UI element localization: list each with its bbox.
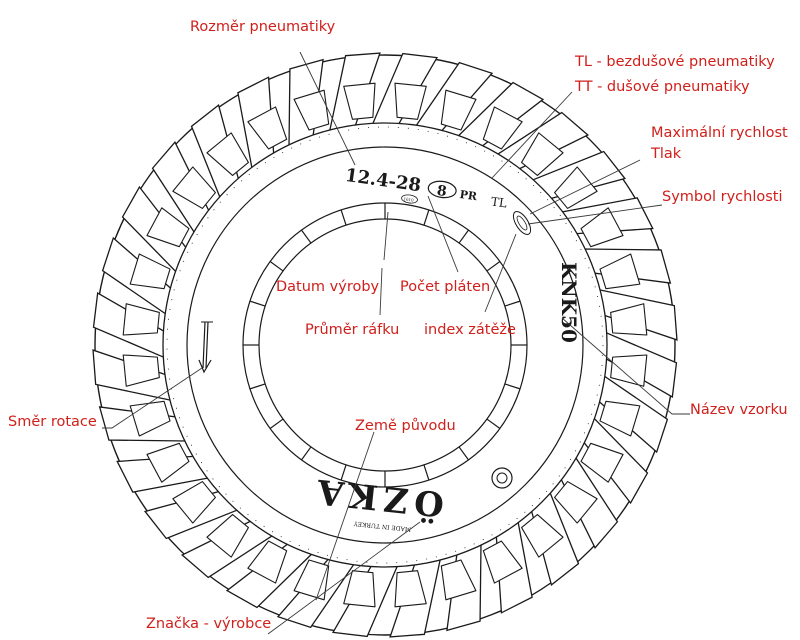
leader-tire-size	[299, 51, 356, 166]
bead-tick	[423, 209, 430, 226]
lug-slot	[580, 207, 624, 248]
bead-tick	[486, 418, 501, 429]
bead-tick	[486, 261, 501, 272]
lug-slot	[580, 442, 624, 483]
lug-slot	[343, 570, 376, 608]
lug-slot	[146, 207, 190, 248]
date-stamp-oval	[401, 194, 418, 204]
pattern-marking: KNK50	[557, 262, 581, 343]
lug-slot	[129, 253, 171, 290]
lug-slot	[440, 559, 477, 601]
lug-slot	[482, 540, 523, 584]
lug-slot	[122, 354, 160, 387]
sidewall-outer-edge	[166, 126, 604, 564]
ply-number: 8	[436, 183, 448, 200]
lug-slot	[599, 253, 641, 290]
leader-speed-symbol	[527, 204, 663, 225]
bead-tick	[301, 446, 312, 461]
ply-suffix: PR	[459, 188, 479, 203]
bead-ticks	[243, 203, 527, 487]
leader-pattern	[561, 317, 690, 415]
lug-slot	[521, 132, 564, 176]
date-stamp: 1610	[403, 196, 414, 202]
lug-slot	[293, 89, 330, 131]
callout-labels: Rozměr pneumatiky TL - bezdušové pneumat…	[8, 19, 788, 632]
lug-slot	[554, 166, 598, 209]
lug-slot	[172, 166, 216, 209]
lug-slot	[146, 442, 190, 483]
bead-tick	[269, 418, 284, 429]
bead-tick	[249, 383, 266, 390]
pattern-text: KNK50	[557, 262, 581, 343]
label-load-index: index zátěže	[424, 322, 516, 338]
label-rim-diameter: Průměr ráfku	[305, 322, 399, 338]
lug-slot	[394, 570, 427, 608]
bead-tick	[301, 229, 312, 244]
leader-tl-tt	[491, 91, 573, 179]
leader-rim-diameter	[379, 267, 383, 316]
bead-tick	[458, 229, 469, 244]
label-manufacture-date: Datum výroby	[276, 279, 380, 295]
lug-slot	[122, 303, 160, 336]
label-country-of-origin: Země původu	[355, 418, 456, 434]
label-tube-type: TT - dušové pneumatiky	[574, 79, 750, 95]
label-pressure: Tlak	[650, 146, 682, 162]
label-max-speed: Maximální rychlost	[651, 125, 788, 141]
rotation-arrow-icon	[198, 321, 213, 374]
label-tubeless: TL - bezdušové pneumatiky	[574, 54, 775, 70]
ply-oval	[427, 180, 457, 199]
lug-slot	[172, 481, 216, 524]
lug-slot	[247, 106, 288, 150]
manufacturer-logo	[491, 467, 513, 489]
leader-ply-count	[427, 195, 459, 273]
bead-tick	[423, 464, 430, 481]
label-rotation-direction: Směr rotace	[8, 414, 97, 430]
bead-tick	[504, 300, 521, 307]
lug-slots	[122, 82, 648, 608]
leader-brand	[267, 521, 421, 635]
tire-drawing: 12.4-28 8 PR TL 1610 KNK50 ÖZKA MADE IN …	[92, 52, 678, 638]
leader-manufacture-date	[383, 211, 389, 261]
lug-slot	[206, 514, 249, 558]
lug-slot	[343, 82, 376, 120]
leader-load-index	[484, 233, 517, 313]
leader-max-speed	[529, 159, 641, 215]
tl-mark: TL	[490, 194, 508, 210]
lug-slot	[247, 540, 288, 584]
lug-slot	[610, 303, 648, 336]
lug-slot	[206, 132, 249, 176]
leader-lines	[102, 51, 690, 635]
label-ply-count: Počet pláten	[400, 279, 490, 295]
bead-ring-inner	[258, 218, 512, 472]
bead-tick	[269, 261, 284, 272]
lug-slot	[599, 400, 641, 437]
leader-country	[315, 431, 375, 601]
bead-tick	[249, 300, 266, 307]
label-brand: Značka - výrobce	[146, 616, 271, 632]
speed-symbol-mark	[512, 211, 532, 235]
lug-slot	[394, 82, 427, 120]
label-speed-symbol: Symbol rychlosti	[662, 189, 783, 205]
lug-slot	[610, 354, 648, 387]
lug-slot	[129, 400, 171, 437]
bead-tick	[340, 464, 347, 481]
label-pattern-name: Název vzorku	[690, 402, 788, 418]
bead-tick	[504, 383, 521, 390]
bead-tick	[458, 446, 469, 461]
lug-slot	[293, 559, 330, 601]
lug-slot	[554, 481, 598, 524]
bead-tick	[340, 209, 347, 226]
lug-slot	[482, 106, 523, 150]
lug-slot	[440, 89, 477, 131]
leader-rotation	[102, 367, 203, 429]
label-tire-size: Rozměr pneumatiky	[190, 19, 336, 35]
lug-slot	[521, 514, 564, 558]
